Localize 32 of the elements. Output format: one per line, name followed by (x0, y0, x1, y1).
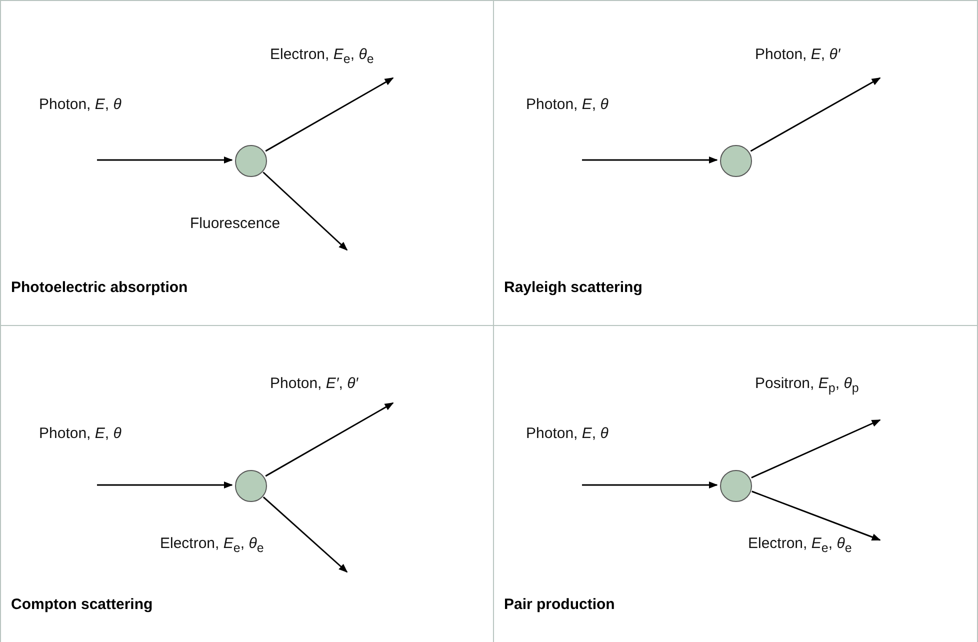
edge-label: Electron, E$_{e}$, θ$_{e}$ (160, 535, 264, 557)
edge-label: Electron, E$_{e}$, θ$_{e}$ (270, 46, 374, 68)
arrow (265, 402, 394, 477)
panel-title: Pair production (504, 596, 615, 613)
edge-label: Photon, E, θ′ (755, 46, 840, 64)
arrow (582, 481, 718, 489)
arrow (262, 172, 348, 251)
particle-circle (720, 470, 752, 502)
panel (493, 0, 978, 326)
particle-circle (235, 470, 267, 502)
panel (0, 0, 494, 326)
edge-label: Photon, E, θ (39, 96, 122, 114)
edge-label: Photon, E, θ (526, 425, 608, 443)
arrow (752, 490, 881, 541)
arrow (750, 77, 881, 152)
arrow (751, 419, 881, 478)
particle-circle (235, 145, 267, 177)
particle-circle (720, 145, 752, 177)
arrow (262, 496, 348, 573)
panel-title: Photoelectric absorption (11, 279, 188, 296)
arrow (582, 156, 718, 164)
edge-label: Photon, E, θ (526, 96, 608, 114)
edge-label: Positron, E$_{p}$, θ$_{p}$ (755, 375, 859, 397)
edge-label: Electron, E$_{e}$, θ$_{e}$ (748, 535, 852, 557)
arrow (97, 156, 233, 164)
edge-label: Photon, E′, θ′ (270, 375, 358, 393)
edge-label: Photon, E, θ (39, 425, 122, 443)
arrow (265, 77, 394, 152)
panel-title: Rayleigh scattering (504, 279, 642, 296)
edge-label: Fluorescence (190, 215, 280, 233)
panel-title: Compton scattering (11, 596, 153, 613)
arrow (97, 481, 233, 489)
